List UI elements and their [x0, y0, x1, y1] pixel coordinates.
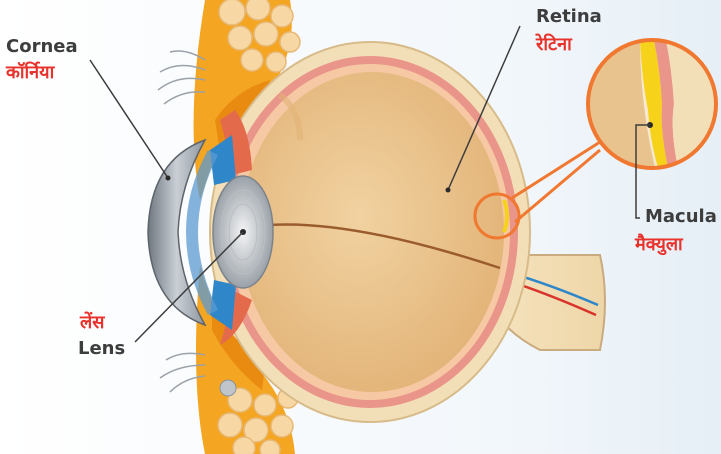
- lens-label-hi: लेंस: [80, 314, 104, 332]
- lens-label-en: Lens: [78, 340, 125, 358]
- macula-label-en: Macula: [645, 208, 717, 226]
- macula-label-hi: मैक्युला: [635, 236, 683, 254]
- vitreous-body: [240, 72, 504, 392]
- cornea-label-en: Cornea: [6, 38, 78, 56]
- retina-label-hi: रेटिना: [536, 36, 572, 54]
- macula-zoom-callout: [588, 40, 720, 168]
- muscle-knob: [220, 380, 236, 396]
- cornea-label-hi: कॉर्निया: [6, 64, 54, 82]
- retina-label-en: Retina: [536, 8, 602, 26]
